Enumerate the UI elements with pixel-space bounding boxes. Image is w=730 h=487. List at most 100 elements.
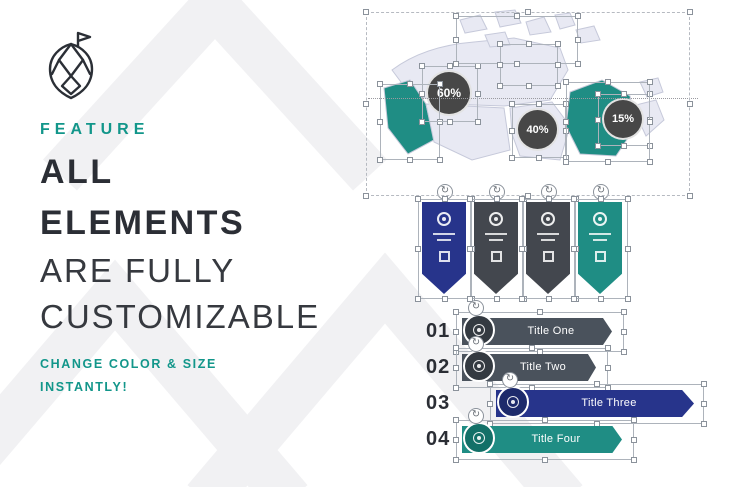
selection-handle[interactable]	[546, 196, 552, 202]
selection-handle[interactable]	[563, 159, 569, 165]
selection-handle[interactable]	[625, 196, 631, 202]
selection-handle[interactable]	[536, 155, 542, 161]
selection-handle[interactable]	[453, 61, 459, 67]
selection-box[interactable]	[453, 345, 611, 391]
selection-handle[interactable]	[555, 83, 561, 89]
selection-handle[interactable]	[419, 119, 425, 125]
selection-box[interactable]	[453, 13, 581, 67]
selection-handle[interactable]	[519, 246, 525, 252]
stat-bubble[interactable]: 40%	[516, 108, 559, 151]
selection-handle[interactable]	[377, 81, 383, 87]
selection-handle[interactable]	[525, 9, 531, 15]
selection-handle[interactable]	[363, 101, 369, 107]
row-bar[interactable]: Title Three	[496, 390, 694, 417]
selection-box[interactable]	[571, 196, 631, 302]
selection-handle[interactable]	[647, 91, 653, 97]
selection-handle[interactable]	[475, 119, 481, 125]
stat-bubble[interactable]: 15%	[602, 98, 644, 140]
selection-handle[interactable]	[475, 91, 481, 97]
selection-handle[interactable]	[509, 155, 515, 161]
rotate-handle-icon[interactable]	[502, 372, 518, 388]
selection-handle[interactable]	[453, 345, 459, 351]
selection-handle[interactable]	[419, 63, 425, 69]
selection-handle[interactable]	[519, 196, 525, 202]
selection-handle[interactable]	[647, 159, 653, 165]
selection-handle[interactable]	[453, 329, 459, 335]
selection-handle[interactable]	[687, 9, 693, 15]
selection-handle[interactable]	[363, 9, 369, 15]
selection-handle[interactable]	[487, 401, 493, 407]
selection-handle[interactable]	[467, 246, 473, 252]
selection-handle[interactable]	[621, 309, 627, 315]
selection-handle[interactable]	[605, 159, 611, 165]
list-row[interactable]: 04 Title Four	[426, 408, 692, 463]
list-row[interactable]: 01 Title One	[426, 300, 692, 355]
selection-handle[interactable]	[514, 61, 520, 67]
banner-ribbon[interactable]	[422, 202, 466, 294]
selection-handle[interactable]	[647, 143, 653, 149]
banner-element[interactable]	[415, 184, 475, 308]
selection-handle[interactable]	[701, 401, 707, 407]
selection-handle[interactable]	[555, 62, 561, 68]
banner-element[interactable]	[519, 184, 579, 308]
selection-handle[interactable]	[453, 385, 459, 391]
selection-handle[interactable]	[595, 143, 601, 149]
selection-handle[interactable]	[415, 196, 421, 202]
selection-handle[interactable]	[447, 63, 453, 69]
selection-handle[interactable]	[442, 296, 448, 302]
selection-handle[interactable]	[447, 119, 453, 125]
stat-bubble[interactable]: 60%	[426, 70, 472, 116]
selection-handle[interactable]	[571, 196, 577, 202]
selection-handle[interactable]	[647, 119, 653, 125]
banner-elements-group[interactable]	[414, 184, 631, 308]
selection-box[interactable]	[487, 381, 707, 427]
selection-handle[interactable]	[595, 117, 601, 123]
selection-handle[interactable]	[563, 119, 569, 125]
selection-handle[interactable]	[605, 345, 611, 351]
selection-handle[interactable]	[571, 296, 577, 302]
selection-handle[interactable]	[701, 381, 707, 387]
banner-element[interactable]	[467, 184, 527, 308]
selection-handle[interactable]	[542, 457, 548, 463]
selection-handle[interactable]	[407, 81, 413, 87]
banner-ribbon[interactable]	[578, 202, 622, 294]
banner-element[interactable]	[571, 184, 631, 308]
selection-handle[interactable]	[621, 91, 627, 97]
selection-handle[interactable]	[631, 457, 637, 463]
rotate-handle-icon[interactable]	[468, 408, 484, 424]
selection-handle[interactable]	[575, 37, 581, 43]
selection-handle[interactable]	[487, 381, 493, 387]
map-region-island-f[interactable]	[484, 31, 511, 48]
selection-handle[interactable]	[407, 157, 413, 163]
selection-box[interactable]	[497, 41, 561, 89]
list-row[interactable]: 03 Title Three	[426, 372, 707, 427]
selection-handle[interactable]	[542, 417, 548, 423]
selection-box[interactable]	[419, 63, 481, 125]
selection-handle[interactable]	[453, 437, 459, 443]
selection-handle[interactable]	[497, 83, 503, 89]
map-region-island-e[interactable]	[554, 12, 576, 30]
selection-handle[interactable]	[625, 246, 631, 252]
selection-handle[interactable]	[537, 309, 543, 315]
selection-handle[interactable]	[621, 329, 627, 335]
banner-ribbon[interactable]	[474, 202, 518, 294]
selection-handle[interactable]	[377, 119, 383, 125]
selection-handle[interactable]	[526, 83, 532, 89]
selection-handle[interactable]	[631, 437, 637, 443]
map-region-prairies[interactable]	[425, 103, 511, 161]
selection-handle[interactable]	[598, 196, 604, 202]
banner-ribbon[interactable]	[526, 202, 570, 294]
selection-handle[interactable]	[546, 296, 552, 302]
selection-handle[interactable]	[687, 101, 693, 107]
selection-box[interactable]	[519, 196, 579, 302]
selection-handle[interactable]	[437, 157, 443, 163]
selection-handle[interactable]	[497, 41, 503, 47]
selection-handle[interactable]	[415, 246, 421, 252]
selection-handle[interactable]	[621, 143, 627, 149]
selection-handle[interactable]	[625, 296, 631, 302]
list-row[interactable]: 02 Title Two	[426, 336, 692, 391]
selection-handle[interactable]	[526, 41, 532, 47]
selection-handle[interactable]	[605, 79, 611, 85]
selection-handle[interactable]	[415, 296, 421, 302]
selection-handle[interactable]	[595, 91, 601, 97]
